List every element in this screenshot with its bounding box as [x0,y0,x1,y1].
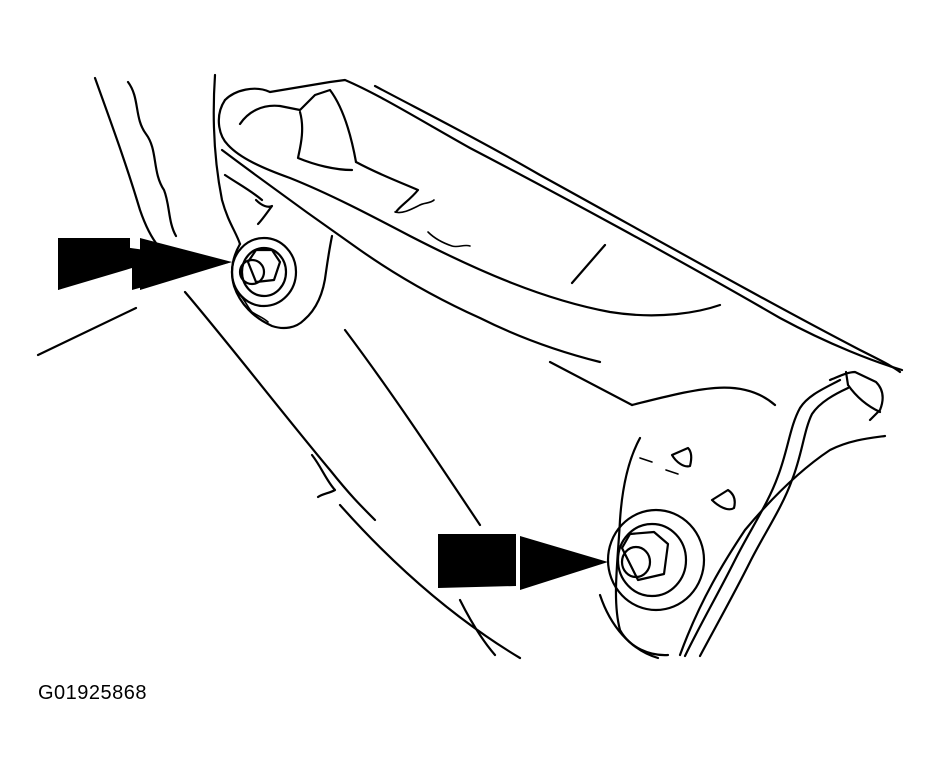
lower-bolt-arrow [438,534,608,590]
oil-pan-outline [217,78,904,407]
upper-bolt-arrow [58,238,232,290]
upper-mounting-bolt [230,236,298,308]
bracket-tube [683,378,850,658]
lower-mounting-bolt [606,508,706,612]
lower-bracket-outline [598,370,887,660]
figure-id-label: G01925868 [38,682,148,704]
